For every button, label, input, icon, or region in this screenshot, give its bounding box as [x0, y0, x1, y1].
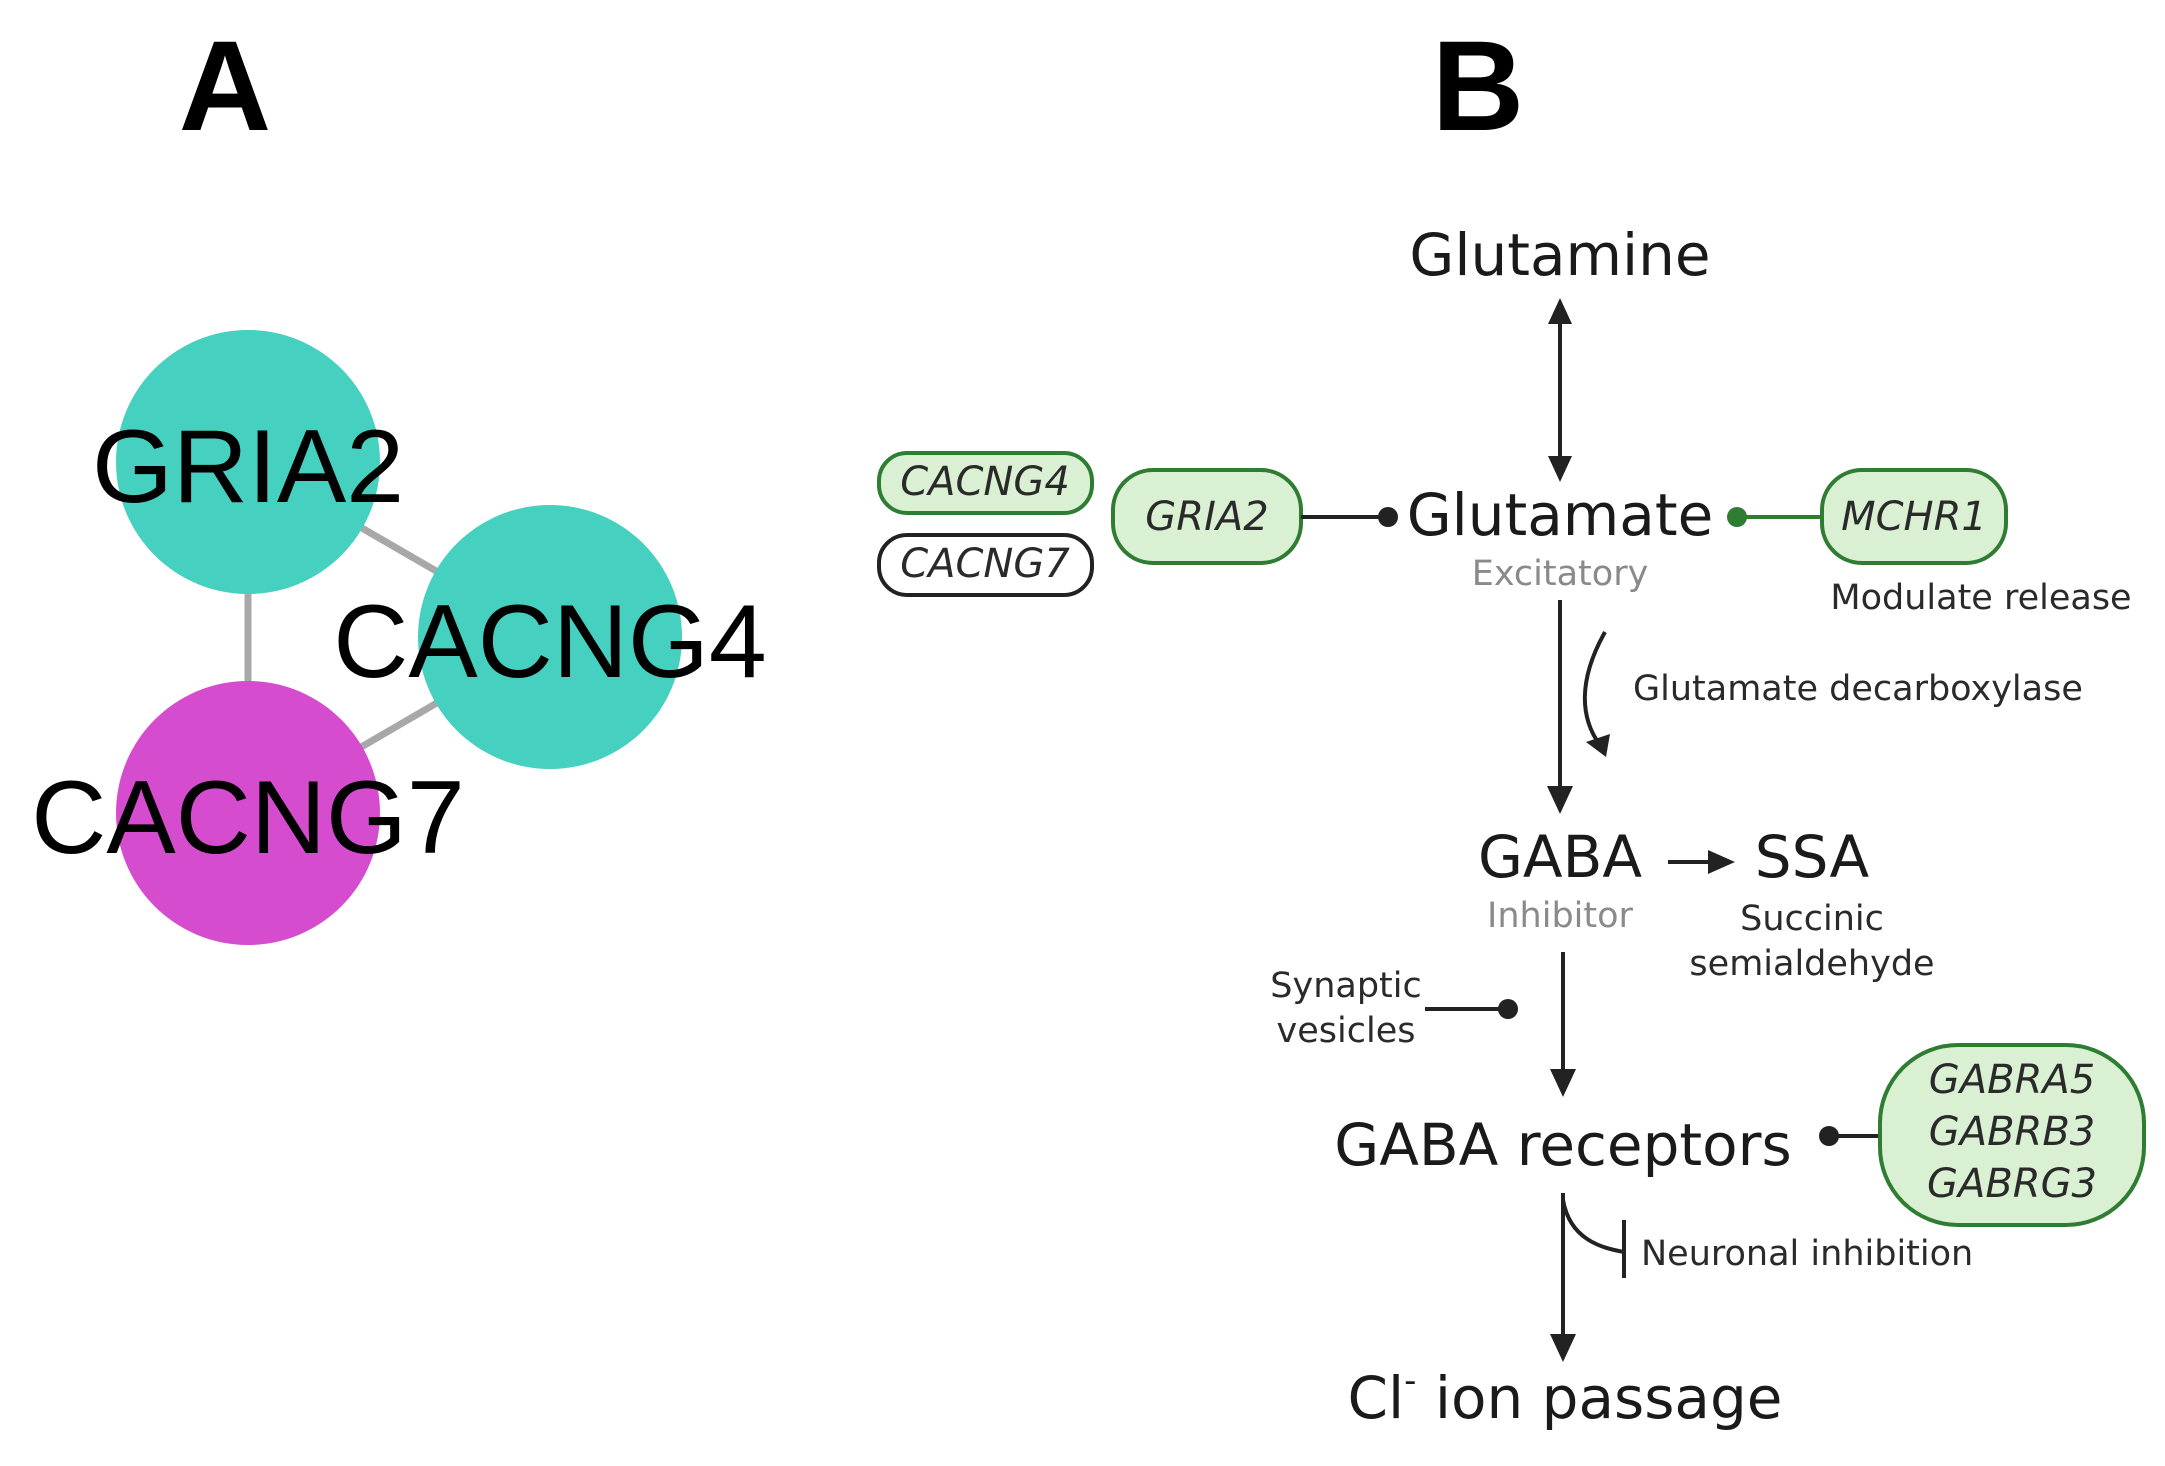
gad-label: Glutamate decarboxylase [1633, 669, 2083, 709]
modulate-release-label: Modulate release [1830, 578, 2131, 618]
cl-prefix: Cl [1348, 1364, 1405, 1432]
ssa-sub-line-2: semialdehyde [1689, 944, 1934, 984]
neuronal-inhibition-branch [1561, 1199, 1626, 1278]
node-cacng7-label: CACNG7 [31, 760, 464, 876]
glutamate-gaba-arrow [1547, 600, 1573, 814]
glutamine-glutamate-arrow [1548, 298, 1572, 482]
glutamine-label: Glutamine [1409, 221, 1710, 289]
inhibitor-label: Inhibitor [1487, 896, 1633, 936]
receptors-cl-arrow [1550, 1193, 1576, 1362]
gaba-receptor-genes-box[interactable] [1878, 1043, 2146, 1227]
cacng4-gene-label: CACNG4 [900, 459, 1070, 505]
panel-a-label: A [179, 15, 271, 158]
gria2-gene-label: GRIA2 [1145, 494, 1268, 540]
synaptic-label-line-2: vesicles [1277, 1011, 1416, 1051]
neuronal-inhibition-label: Neuronal inhibition [1641, 1234, 1973, 1274]
gaba-receptors-label: GABA receptors [1334, 1111, 1791, 1179]
gaba-receptors-arrow [1550, 952, 1576, 1097]
node-cacng4[interactable] [418, 505, 682, 769]
synaptic-label-line-1: Synaptic [1270, 966, 1421, 1006]
gabrb3-gene-label: GABRB3 [1929, 1109, 2095, 1155]
ssa-label: SSA [1755, 823, 1870, 891]
node-cacng4-label: CACNG4 [333, 584, 766, 700]
gaba-receptor-genes-connector [1819, 1126, 1880, 1146]
node-gria2[interactable] [116, 330, 380, 594]
excitatory-label: Excitatory [1472, 554, 1649, 594]
node-gria2-label: GRIA2 [92, 409, 404, 525]
gabrg3-gene-label: GABRG3 [1927, 1161, 2097, 1207]
gria2-glutamate-connector [1301, 507, 1398, 527]
panel-b-label: B [1432, 15, 1524, 158]
synaptic-connector [1425, 999, 1518, 1019]
gabra5-gene-label: GABRA5 [1929, 1057, 2095, 1103]
mchr1-glutamate-connector [1727, 507, 1822, 527]
gaba-label: GABA [1478, 823, 1642, 891]
gad-curved-arrow [1582, 631, 1610, 757]
node-cacng7[interactable] [116, 681, 380, 945]
cl-superscript: - [1404, 1361, 1416, 1401]
cacng7-pill[interactable] [877, 533, 1094, 597]
mchr1-gene-label: MCHR1 [1841, 494, 1987, 540]
mchr1-pill[interactable] [1820, 468, 2008, 565]
cacng7-gene-label: CACNG7 [900, 541, 1070, 587]
gaba-ssa-arrow [1668, 850, 1735, 874]
cl-suffix: ion passage [1416, 1364, 1782, 1432]
ssa-sub-line-1: Succinic [1740, 899, 1884, 939]
glutamate-label: Glutamate [1407, 481, 1714, 549]
network-nodes [116, 330, 682, 945]
cl-ion-passage-label: Cl- ion passage [1348, 1361, 1783, 1432]
cacng4-pill[interactable] [877, 451, 1094, 515]
